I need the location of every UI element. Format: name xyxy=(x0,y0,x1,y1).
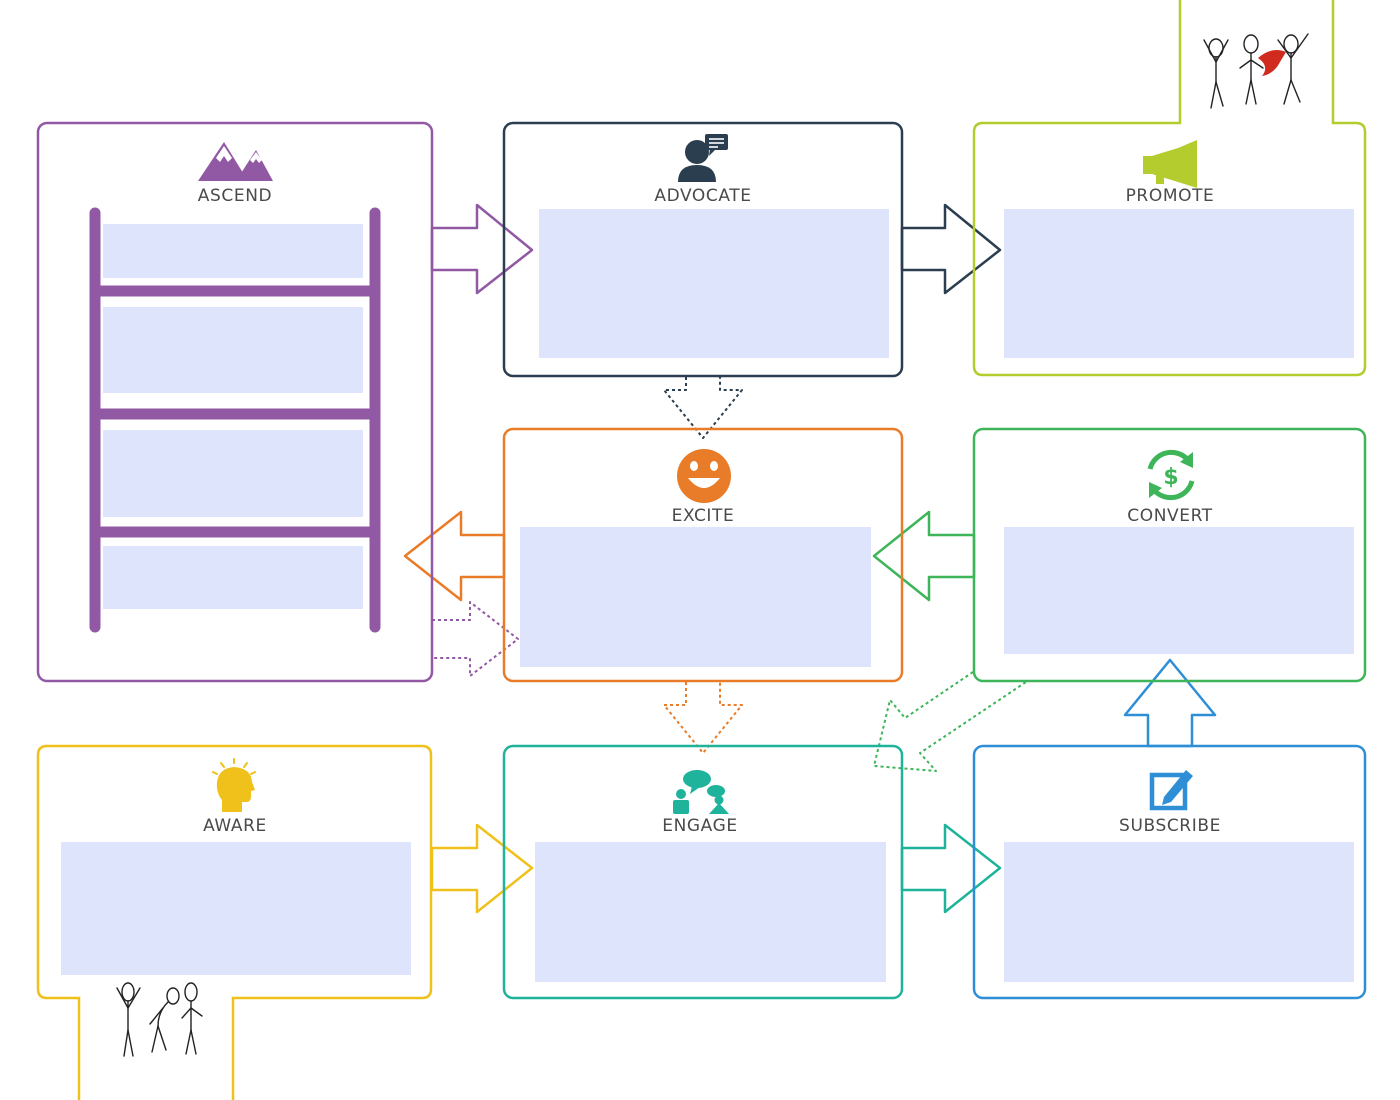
smiley-icon xyxy=(677,449,731,503)
advocate-text-area[interactable] xyxy=(539,209,889,358)
dotted-arrow-ascend-to-excite xyxy=(432,601,519,677)
convert-box xyxy=(972,427,1367,683)
mountain-icon xyxy=(198,142,273,181)
convert-label: CONVERT xyxy=(1127,506,1213,526)
celebrating-figures-illustration xyxy=(1203,33,1309,109)
dollar-cycle-icon: $ xyxy=(1147,449,1195,501)
dotted-arrow-excite-to-engage xyxy=(663,682,743,754)
excite-label: EXCITE xyxy=(671,506,735,526)
excite-text-area[interactable] xyxy=(520,527,871,667)
engage-label: ENGAGE xyxy=(662,816,738,836)
ascend-label: ASCEND xyxy=(197,186,273,206)
ascend-box xyxy=(36,121,434,683)
arrow-engage-to-subscribe xyxy=(900,823,1002,914)
excite-box xyxy=(502,427,904,683)
arrow-convert-to-excite xyxy=(872,510,976,602)
conversation-icon xyxy=(673,770,729,814)
promote-label: PROMOTE xyxy=(1125,186,1215,206)
idea-head-icon xyxy=(212,758,256,812)
ladder-step-1-area[interactable] xyxy=(103,224,363,278)
edit-form-icon xyxy=(1149,770,1193,811)
engage-text-area[interactable] xyxy=(535,842,886,982)
weary-figures-illustration xyxy=(116,982,203,1057)
dotted-arrow-convert-to-engage xyxy=(873,671,1027,772)
ladder xyxy=(89,207,381,633)
convert-text-area[interactable] xyxy=(1004,527,1354,654)
ladder-step-3-area[interactable] xyxy=(103,430,363,517)
arrow-advocate-to-promote xyxy=(900,203,1002,295)
subscribe-box xyxy=(972,744,1367,1000)
megaphone-icon xyxy=(1143,140,1197,188)
dotted-arrow-advocate-to-excite xyxy=(663,377,743,439)
subscribe-text-area[interactable] xyxy=(1004,842,1354,982)
svg-text:$: $ xyxy=(1163,465,1178,490)
promote-box xyxy=(972,0,1367,377)
aware-text-area[interactable] xyxy=(61,842,411,975)
arrow-excite-to-ascend xyxy=(403,510,506,602)
aware-box xyxy=(36,744,433,1100)
arrow-aware-to-engage xyxy=(430,823,534,914)
arrow-ascend-to-advocate xyxy=(430,203,534,295)
speaker-person-icon xyxy=(678,134,728,182)
ladder-step-2-area[interactable] xyxy=(103,307,363,393)
advocate-box xyxy=(502,121,904,378)
advocate-label: ADVOCATE xyxy=(654,186,752,206)
ladder-step-4-area[interactable] xyxy=(103,546,363,609)
subscribe-label: SUBSCRIBE xyxy=(1119,816,1221,836)
aware-label: AWARE xyxy=(203,816,267,836)
engage-box xyxy=(502,744,904,1000)
arrow-subscribe-to-convert xyxy=(1123,658,1217,748)
promote-text-area[interactable] xyxy=(1004,209,1354,358)
